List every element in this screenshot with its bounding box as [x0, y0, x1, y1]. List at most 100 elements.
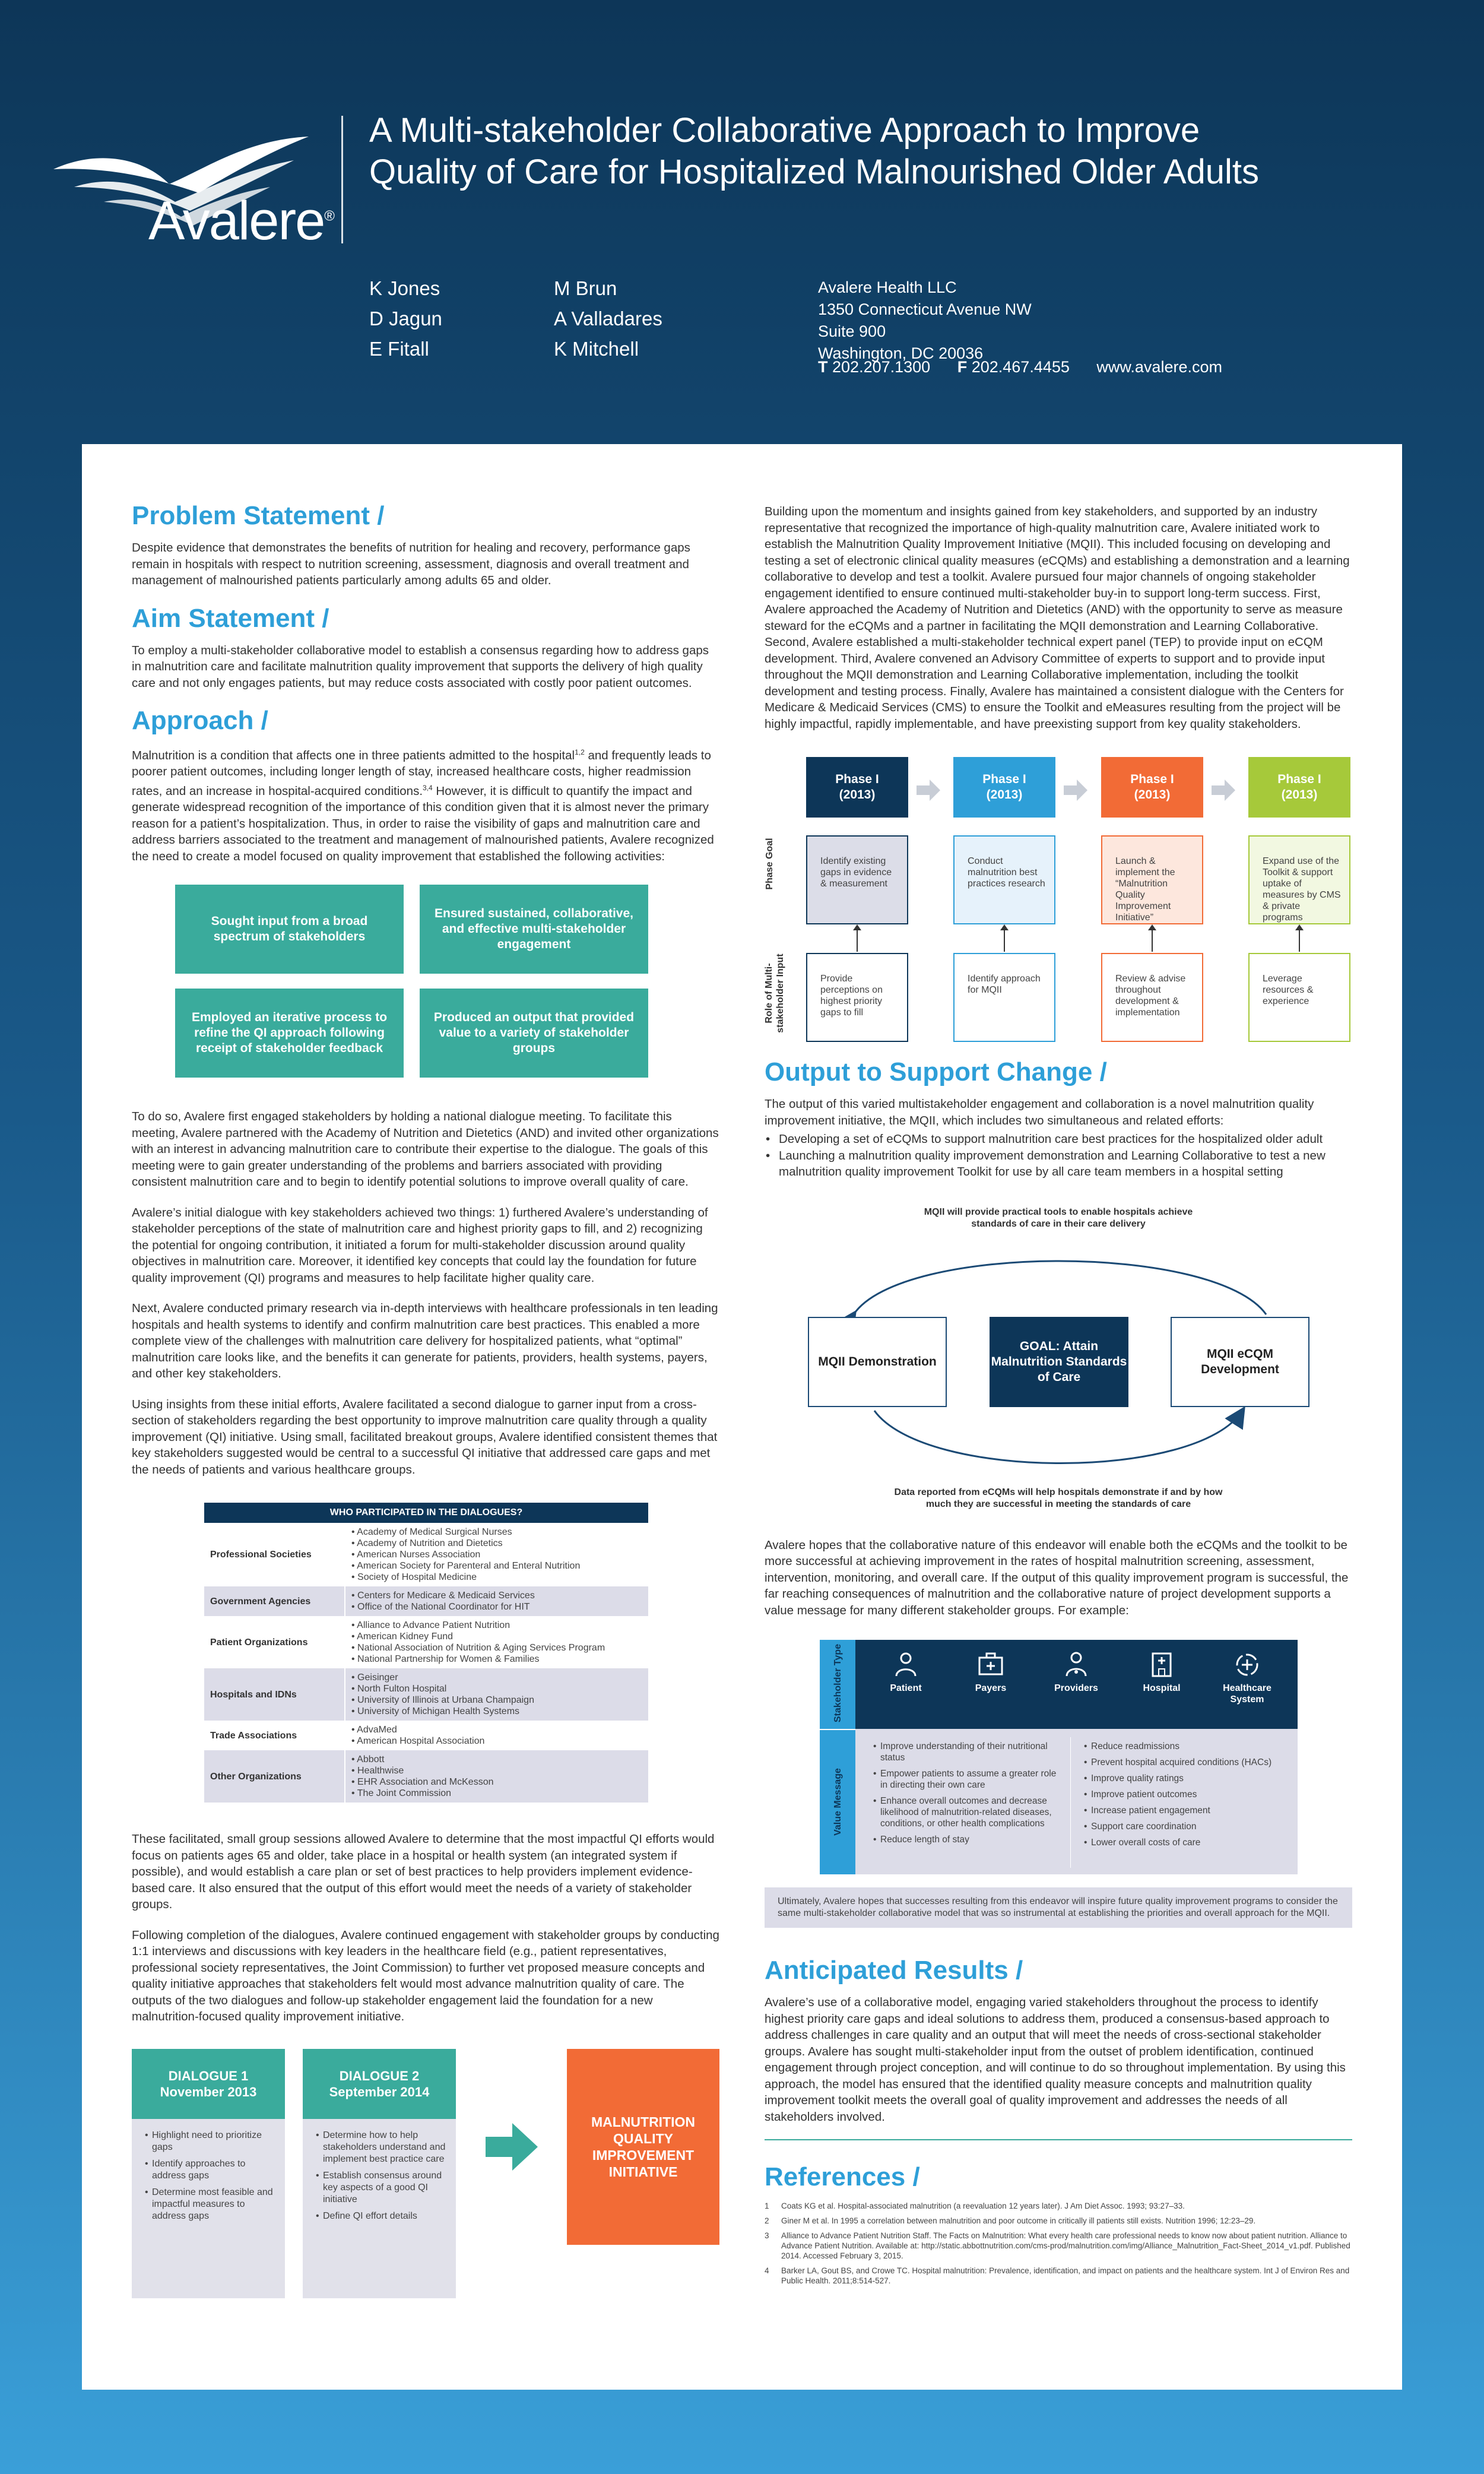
value-message-label: Value Message — [833, 1768, 843, 1836]
activity-box: Produced an output that provided value t… — [420, 989, 648, 1078]
output-text: The output of this varied multistakehold… — [765, 1097, 1314, 1127]
list-item: Establish consensus around key aspects o… — [316, 2170, 446, 2206]
list-item: American Hospital Association — [351, 1735, 642, 1747]
table-row: Government Agencies Centers for Medicare … — [204, 1586, 648, 1617]
value-column-right: Reduce readmissions Prevent hospital acq… — [1084, 1741, 1286, 1853]
participant-category: Hospitals and IDNs — [204, 1668, 345, 1721]
phase-role-box: Provide perceptions on highest priority … — [806, 953, 908, 1042]
stakeholder-payers: Payers — [952, 1651, 1029, 1694]
website-link[interactable]: www.avalere.com — [1096, 358, 1222, 376]
phase-goal-box: Launch & implement the “Malnutrition Qua… — [1101, 835, 1203, 924]
list-item: Alliance to Advance Patient Nutrition — [351, 1620, 642, 1631]
contact-line: T 202.207.1300 F 202.467.4455 www.avaler… — [818, 358, 1222, 376]
stakeholder-value-table: Stakeholder Type Value Message Patient P… — [820, 1640, 1298, 1874]
stakeholder-hospital: Hospital — [1123, 1651, 1200, 1694]
content-panel: Problem Statement / Despite evidence tha… — [82, 444, 1402, 2390]
arrow-up-icon — [1295, 924, 1304, 952]
activity-box: Ensured sustained, collaborative, and ef… — [420, 885, 648, 974]
arrow-up-icon — [1148, 924, 1156, 952]
poster-title: A Multi-stakeholder Collaborative Approa… — [369, 111, 1260, 191]
phase-header: Phase I(2013) — [1248, 757, 1350, 818]
person-icon — [895, 1652, 917, 1677]
list-item: Academy of Medical Surgical Nurses — [351, 1526, 642, 1538]
hospital-icon — [1152, 1652, 1172, 1677]
role-label: Role of Multi-stakeholder Input — [764, 954, 785, 1033]
phase-role-box: Review & advise throughout development &… — [1101, 953, 1203, 1042]
phase-header: Phase I(2013) — [1101, 757, 1203, 818]
list-item: Healthwise — [351, 1765, 642, 1776]
problem-text: Despite evidence that demonstrates the b… — [132, 541, 690, 587]
phase-header: Phase I(2013) — [953, 757, 1055, 818]
avalere-logo-swoosh — [53, 137, 309, 226]
list-item: University of Michigan Health Systems — [351, 1706, 642, 1717]
arrow-right-icon — [917, 780, 940, 801]
list-item: Centers for Medicare & Medicaid Services — [351, 1590, 642, 1601]
arrow-right-icon — [1064, 780, 1087, 801]
list-item: The Joint Commission — [351, 1788, 642, 1799]
list-item: National Association of Nutrition & Agin… — [351, 1642, 642, 1653]
list-item: University of Illinois at Urbana Champai… — [351, 1694, 642, 1706]
list-item: Improve patient outcomes — [1084, 1789, 1286, 1800]
phase-goal-box: Conduct malnutrition best practices rese… — [953, 835, 1055, 924]
authors-column-1: K Jones D Jagun E Fitall — [369, 277, 442, 360]
mqii-demonstration-box: MQII Demonstration — [808, 1316, 947, 1407]
participants-table: WHO PARTICIPATED IN THE DIALOGUES? Profe… — [204, 1503, 648, 1803]
list-item: Empower patients to assume a greater rol… — [873, 1768, 1057, 1791]
avalere-logo-text: Avalere® — [148, 191, 335, 251]
results-heading: Anticipated Results / — [765, 1956, 1023, 1985]
list-item: Reduce length of stay — [873, 1834, 1057, 1845]
list-item: Geisinger — [351, 1672, 642, 1683]
medical-bag-icon — [978, 1652, 1003, 1675]
phase-role-box: Identify approach for MQII — [953, 953, 1055, 1042]
references-heading: References / — [765, 2162, 920, 2191]
list-item: Define QI effort details — [316, 2210, 446, 2222]
callout-box: Ultimately, Avalere hopes that successes… — [765, 1887, 1352, 1928]
arrow-right-icon — [1212, 780, 1235, 801]
list-item: AdvaMed — [351, 1724, 642, 1735]
list-item: Prevent hospital acquired conditions (HA… — [1084, 1757, 1286, 1768]
list-item: Abbott — [351, 1754, 642, 1765]
stakeholder-healthcare-system: Healthcare System — [1209, 1651, 1286, 1705]
approach-heading: Approach / — [132, 706, 268, 735]
phase-goal-box: Identify existing gaps in evidence & mea… — [806, 835, 908, 924]
table-row: Patient OrganizationsAlliance to Advance… — [204, 1616, 648, 1669]
table-row: Professional SocietiesAcademy of Medical… — [204, 1523, 648, 1587]
aim-text: To employ a multi-stakeholder collaborat… — [132, 643, 709, 690]
list-item: Support care coordination — [1084, 1821, 1286, 1832]
table-row: Trade Associations AdvaMedAmerican Hospit… — [204, 1721, 648, 1751]
list-item: Launching a malnutrition quality improve… — [765, 1148, 1352, 1180]
list-item: Highlight need to prioritize gaps — [145, 2130, 275, 2153]
address-block: Avalere Health LLC 1350 Connecticut Aven… — [818, 278, 1032, 362]
phase-goal-label: Phase Goal — [765, 838, 775, 890]
value-column-left: Improve understanding of their nutrition… — [873, 1741, 1057, 1850]
list-item: Society of Hospital Medicine — [351, 1572, 642, 1583]
approach-paragraph-5: Using insights from these initial effort… — [132, 1397, 718, 1477]
results-text: Avalere’s use of a collaborative model, … — [765, 1995, 1346, 2124]
mqii-cycle-diagram: MQII will provide practical tools to ena… — [765, 1202, 1352, 1519]
approach-paragraph-7: Following completion of the dialogues, A… — [132, 1928, 719, 2024]
arrow-up-icon — [1000, 924, 1009, 952]
cycle-bottom-caption: Data reported from eCQMs will help hospi… — [894, 1487, 1223, 1509]
list-item: Reduce readmissions — [1084, 1741, 1286, 1752]
mqii-intro-text: Building upon the momentum and insights … — [765, 505, 1350, 731]
list-item: Academy of Nutrition and Dietetics — [351, 1538, 642, 1549]
approach-paragraph-6: These facilitated, small group sessions … — [132, 1832, 715, 1912]
goal-box: GOAL: Attain Malnutrition Standards of C… — [990, 1316, 1128, 1407]
activity-box: Employed an iterative process to refine … — [175, 989, 404, 1078]
participants-table-title: WHO PARTICIPATED IN THE DIALOGUES? — [204, 1503, 648, 1523]
output-heading: Output to Support Change / — [765, 1057, 1107, 1086]
problem-heading: Problem Statement / — [132, 501, 385, 530]
hopes-text: Avalere hopes that the collaborative nat… — [765, 1538, 1349, 1617]
mqii-ecqm-box: MQII eCQM Development — [1171, 1316, 1309, 1407]
list-item: Enhance overall outcomes and decrease li… — [873, 1795, 1057, 1829]
stakeholder-providers: Providers — [1038, 1651, 1115, 1694]
participant-category: Trade Associations — [204, 1721, 345, 1751]
participant-category: Government Agencies — [204, 1586, 345, 1617]
table-row: Other OrganizationsAbbottHealthwiseEHR A… — [204, 1750, 648, 1803]
